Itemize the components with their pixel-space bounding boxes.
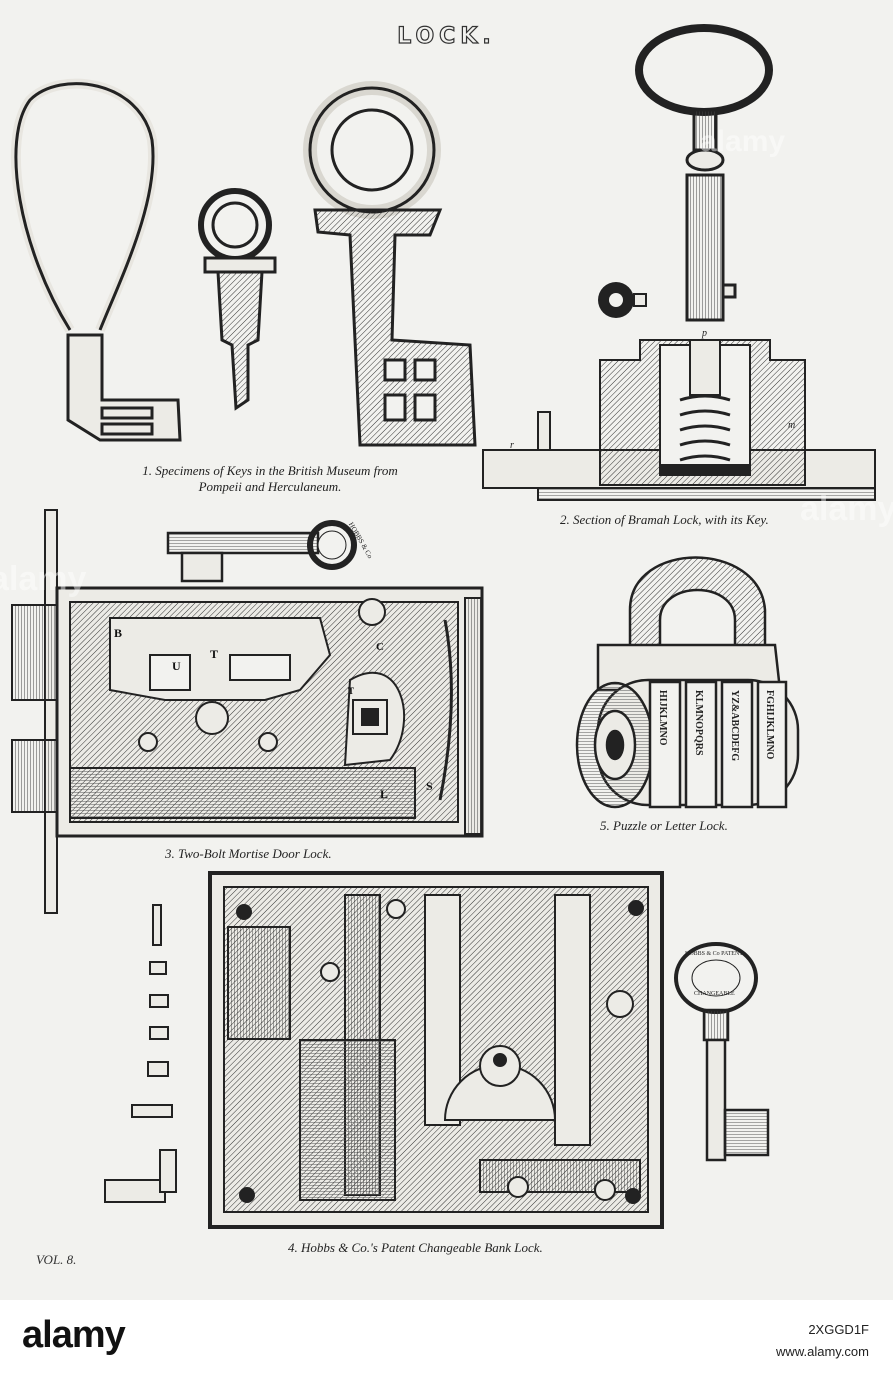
puzzle-ring-4: FGHIJKLMNO [764, 690, 775, 760]
mortise-label-u: U [172, 659, 181, 673]
puzzle-lock [575, 556, 800, 809]
hobbs-lock-body [208, 871, 664, 1229]
ancient-key-large-left [10, 78, 182, 442]
mortise-lock-body [11, 509, 484, 914]
caption-fig1-line1: 1. Specimens of Keys in the British Muse… [142, 463, 398, 478]
plate-title: LOCK. [397, 23, 496, 49]
watermark-top: alamy [700, 125, 786, 158]
image-id: 2XGGD1F [808, 1322, 869, 1337]
bramah-key-end-view [598, 282, 647, 318]
mortise-label-l: L [380, 787, 388, 801]
ancient-key-large-right [303, 81, 477, 447]
bramah-label-r: r [510, 440, 514, 451]
mortise-key [166, 520, 357, 583]
site-url: www.alamy.com [776, 1344, 869, 1359]
mortise-label-t: T [210, 647, 218, 661]
bramah-key [635, 24, 773, 322]
engraving-illustrations: p r m HOBBS & Co [10, 24, 876, 1229]
bramah-lock-section [482, 339, 876, 501]
caption-fig1-line2: Pompeii and Herculaneum. [198, 479, 342, 494]
puzzle-ring-3: YZ&ABCDEFG [729, 690, 740, 761]
alamy-logo: alamy [22, 1314, 126, 1356]
mortise-label-c: C [376, 641, 384, 653]
puzzle-ring-2: KLMNOPQRS [693, 690, 704, 756]
hobbs-key-stamp-2: CHANGEABLE [694, 991, 735, 997]
mortise-label-s: S [426, 779, 433, 793]
volume-number: VOL. 8. [36, 1252, 77, 1267]
hobbs-key [674, 942, 770, 1162]
caption-fig2: 2. Section of Bramah Lock, with its Key. [560, 512, 769, 527]
engraving-plate: LOCK. [0, 0, 893, 1300]
hobbs-key-stamp-1: HOBBS & Co PATENT [685, 951, 743, 957]
bramah-label-p: p [701, 328, 707, 339]
puzzle-ring-1: HIJKLMNO [657, 690, 668, 746]
mortise-label-t-small: T [348, 686, 354, 696]
caption-fig5: 5. Puzzle or Letter Lock. [600, 818, 728, 833]
hobbs-lock-tumbler-parts [104, 904, 177, 1203]
watermark-left: alamy [0, 560, 87, 598]
caption-fig3: 3. Two-Bolt Mortise Door Lock. [165, 846, 332, 861]
mortise-label-b: B [114, 626, 122, 640]
puzzle-lock-ring-letters: HIJKLMNO KLMNOPQRS YZ&ABCDEFG FGHIJKLMNO [657, 690, 775, 761]
bramah-label-m: m [788, 420, 795, 431]
watermark-right: alamy [800, 490, 893, 528]
caption-fig4: 4. Hobbs & Co.'s Patent Changeable Bank … [288, 1240, 543, 1255]
stock-footer: alamy 2XGGD1F www.alamy.com [0, 1300, 893, 1390]
ancient-key-small-middle [198, 188, 277, 411]
